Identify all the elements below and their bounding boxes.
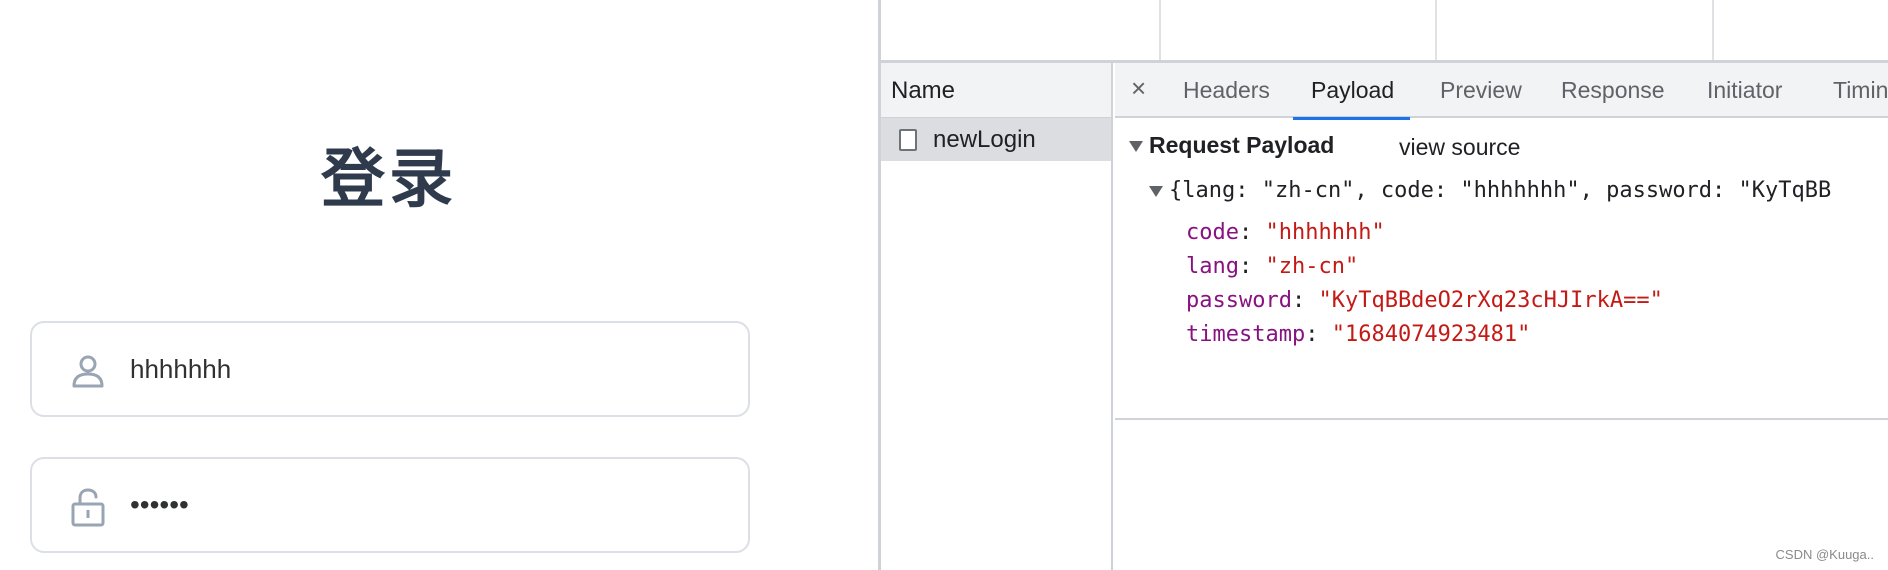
waterfall-divider (1435, 0, 1437, 60)
request-row-newlogin[interactable]: newLogin (881, 118, 1111, 161)
login-title: 登录 (321, 143, 457, 217)
name-column-header[interactable]: Name (881, 63, 1111, 118)
devtools-panel: Name newLogin × Headers Payload Preview … (878, 0, 1888, 570)
tab-headers[interactable]: Headers (1183, 77, 1270, 103)
login-panel: 登录 hhhhhhh •••••• (0, 0, 878, 570)
payload-property: lang: "zh-cn" (1186, 254, 1359, 279)
tab-payload[interactable]: Payload (1292, 63, 1411, 120)
property-value: "hhhhhhh" (1265, 220, 1385, 245)
username-field[interactable]: hhhhhhh (30, 321, 750, 417)
user-icon (72, 355, 104, 388)
view-source-link[interactable]: view source (1399, 134, 1521, 160)
payload-property: password: "KyTqBBdeO2rXq23cHJIrkA==" (1186, 288, 1663, 313)
lock-icon (71, 488, 105, 527)
request-name: newLogin (933, 126, 1036, 153)
waterfall-divider (1159, 0, 1161, 60)
property-value: "KyTqBBdeO2rXq23cHJIrkA==" (1318, 288, 1663, 313)
summary-text: {lang: "zh-cn", code: "hhhhhhh", passwor… (1169, 178, 1832, 203)
property-key: password (1186, 288, 1292, 313)
watermark: CSDN @Kuuga.. (1775, 547, 1874, 562)
property-value: "zh-cn" (1265, 254, 1359, 279)
request-payload-toggle[interactable]: Request Payload (1129, 132, 1334, 159)
property-key: timestamp (1186, 322, 1306, 347)
property-value: "1684074923481" (1331, 322, 1531, 347)
username-value: hhhhhhh (130, 354, 232, 384)
section-title: Request Payload (1149, 132, 1335, 158)
waterfall-header (881, 0, 1888, 63)
tab-initiator[interactable]: Initiator (1707, 77, 1783, 103)
payload-summary[interactable]: {lang: "zh-cn", code: "hhhhhhh", passwor… (1149, 178, 1831, 203)
tab-response[interactable]: Response (1561, 77, 1665, 103)
payload-property: timestamp: "1684074923481" (1186, 322, 1531, 347)
waterfall-divider (1712, 0, 1714, 60)
tab-timing[interactable]: Timing (1833, 77, 1888, 103)
expand-triangle-icon (1149, 185, 1163, 197)
detail-tabs: × Headers Payload Preview Response Initi… (1115, 63, 1888, 120)
password-field[interactable]: •••••• (30, 457, 750, 553)
document-icon (899, 129, 917, 151)
request-list: Name newLogin (881, 63, 1113, 570)
tab-preview[interactable]: Preview (1440, 77, 1522, 103)
property-key: code (1186, 220, 1239, 245)
expand-triangle-icon (1129, 141, 1143, 153)
close-icon[interactable]: × (1131, 73, 1147, 103)
payload-view: Request Payload view source {lang: "zh-c… (1115, 118, 1888, 420)
request-detail: × Headers Payload Preview Response Initi… (1115, 63, 1888, 570)
payload-property: code: "hhhhhhh" (1186, 220, 1385, 245)
password-value: •••••• (130, 489, 189, 520)
property-key: lang (1186, 254, 1239, 279)
